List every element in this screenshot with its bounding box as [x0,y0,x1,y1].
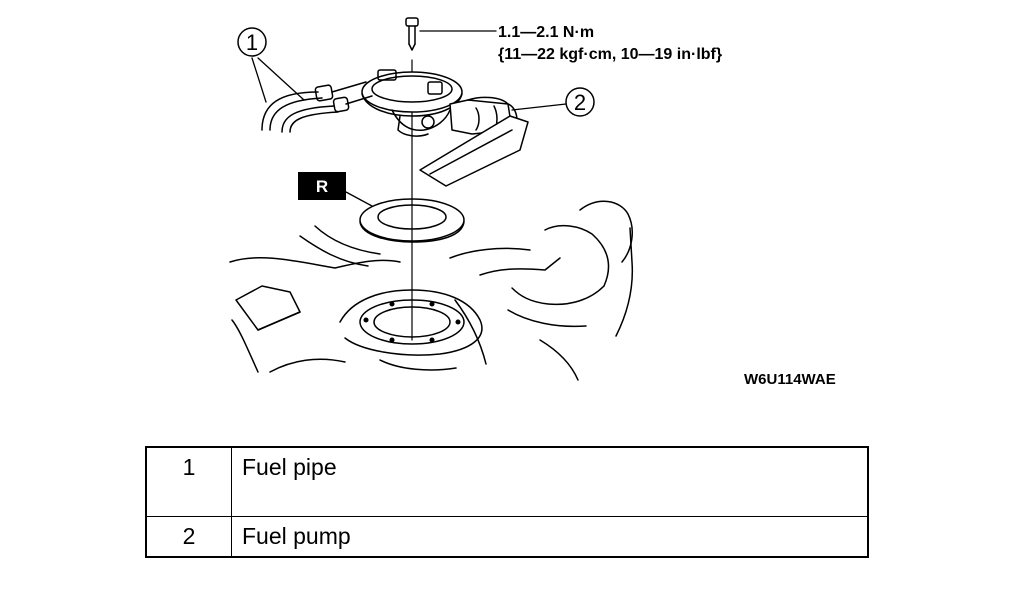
callout-number-1: 1 [246,30,258,55]
mounting-screw [405,17,419,51]
table-row: 1 Fuel pipe [145,446,869,517]
torque-spec-line2: {11—22 kgf·cm, 10—19 in·lbf} [498,46,722,63]
table-row: 2 Fuel pump [145,516,869,558]
callout-number-2: 2 [574,90,586,115]
parts-legend-table: 1 Fuel pipe 2 Fuel pump [145,446,869,558]
fuel-tank [229,200,634,381]
fuel-pump-exploded-view: 1 2 1.1—2.1 N·m {11—22 kgf·cm, 10—19 in·… [229,17,836,388]
part-number-cell: 1 [145,446,232,517]
replace-mark-letter: R [316,177,328,196]
fuel-pipes [261,81,373,133]
callout-circle-2 [565,87,595,117]
figure-code: W6U114WAE [744,371,836,388]
torque-spec-line1: 1.1—2.1 N·m [498,24,594,41]
replace-mark-box [298,172,346,200]
fuel-pump-assembly [361,69,529,187]
part-number-cell: 2 [145,516,232,558]
part-name-cell: Fuel pump [231,516,869,558]
part-name-cell: Fuel pipe [231,446,869,517]
leader-lines [251,30,567,207]
callout-circle-1 [237,27,267,57]
